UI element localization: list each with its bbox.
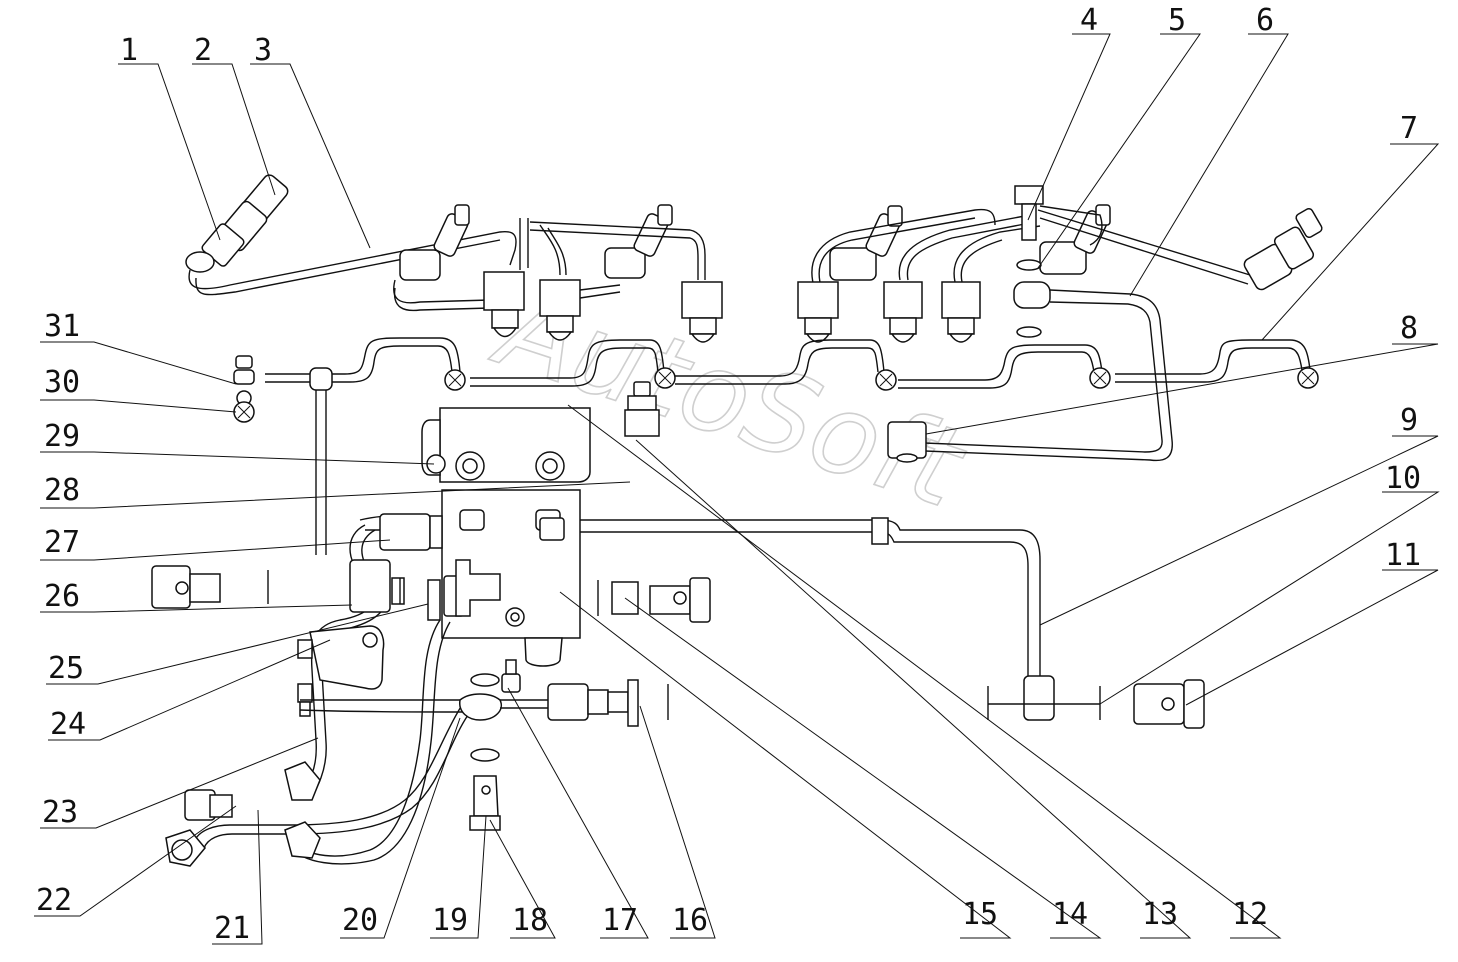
- callout-16: 16: [672, 903, 708, 938]
- callout-6: 6: [1256, 3, 1274, 38]
- callout-12: 12: [1232, 897, 1268, 932]
- right-fittings: [539, 517, 1205, 729]
- pipe-nut-right-2: [883, 281, 923, 343]
- leak-off-banjo-1: [444, 369, 466, 391]
- pipe-nut-23: [284, 761, 321, 859]
- callout-1: 1: [120, 33, 138, 68]
- callout-7: 7: [1400, 111, 1418, 146]
- callout-labels: 1 2 3 4 5 6 7 8 9 10 11 12 13 14 15 16 1…: [36, 3, 1421, 946]
- injector-6: [1243, 207, 1323, 291]
- leader-lines: [34, 33, 1440, 945]
- callout-25: 25: [48, 651, 84, 686]
- banjo-bolt-4: [1013, 185, 1051, 338]
- callout-20: 20: [342, 903, 378, 938]
- callout-3: 3: [254, 33, 272, 68]
- callout-21: 21: [214, 911, 250, 946]
- lower-pipes: [165, 619, 669, 867]
- pipe-nut-22: [165, 829, 206, 867]
- left-fittings: [151, 513, 501, 801]
- callout-28: 28: [44, 473, 80, 508]
- pipe-nut-left-2: [539, 279, 581, 341]
- leak-off-banjo-5: [1297, 367, 1319, 389]
- callout-5: 5: [1168, 3, 1186, 38]
- callout-15: 15: [962, 897, 998, 932]
- callout-17: 17: [602, 903, 638, 938]
- callout-26: 26: [44, 579, 80, 614]
- leak-off-banjo-4: [1089, 367, 1111, 389]
- injector-2: [399, 204, 470, 281]
- injector-3: [604, 204, 673, 279]
- callout-23: 23: [42, 795, 78, 830]
- callout-22: 22: [36, 883, 72, 918]
- injector-group-left: [185, 174, 723, 343]
- injector-group-right: [797, 185, 1323, 462]
- callout-18: 18: [512, 903, 548, 938]
- callout-8: 8: [1400, 311, 1418, 346]
- callout-9: 9: [1400, 403, 1418, 438]
- callout-10: 10: [1385, 461, 1421, 496]
- callout-11: 11: [1385, 538, 1421, 573]
- callout-29: 29: [44, 419, 80, 454]
- callout-4: 4: [1080, 3, 1098, 38]
- banjo-bolt-31: [233, 355, 255, 423]
- pipe-nut-left-1: [483, 271, 525, 338]
- callout-27: 27: [44, 525, 80, 560]
- leak-off-banjo-2: [654, 367, 676, 389]
- pipe-nut-right-3: [941, 281, 981, 343]
- callout-24: 24: [50, 707, 86, 742]
- callout-13: 13: [1142, 897, 1178, 932]
- callout-14: 14: [1052, 897, 1088, 932]
- pipe-nut-left-3: [681, 281, 723, 343]
- callout-31: 31: [44, 309, 80, 344]
- injector-1: [185, 174, 289, 273]
- leak-off-line: [233, 337, 1319, 555]
- callout-30: 30: [44, 365, 80, 400]
- injector-5: [1039, 204, 1111, 275]
- callout-2: 2: [194, 33, 212, 68]
- leak-off-banjo-3: [875, 369, 897, 391]
- callout-19: 19: [432, 903, 468, 938]
- pipe-nut-right-1: [797, 281, 839, 343]
